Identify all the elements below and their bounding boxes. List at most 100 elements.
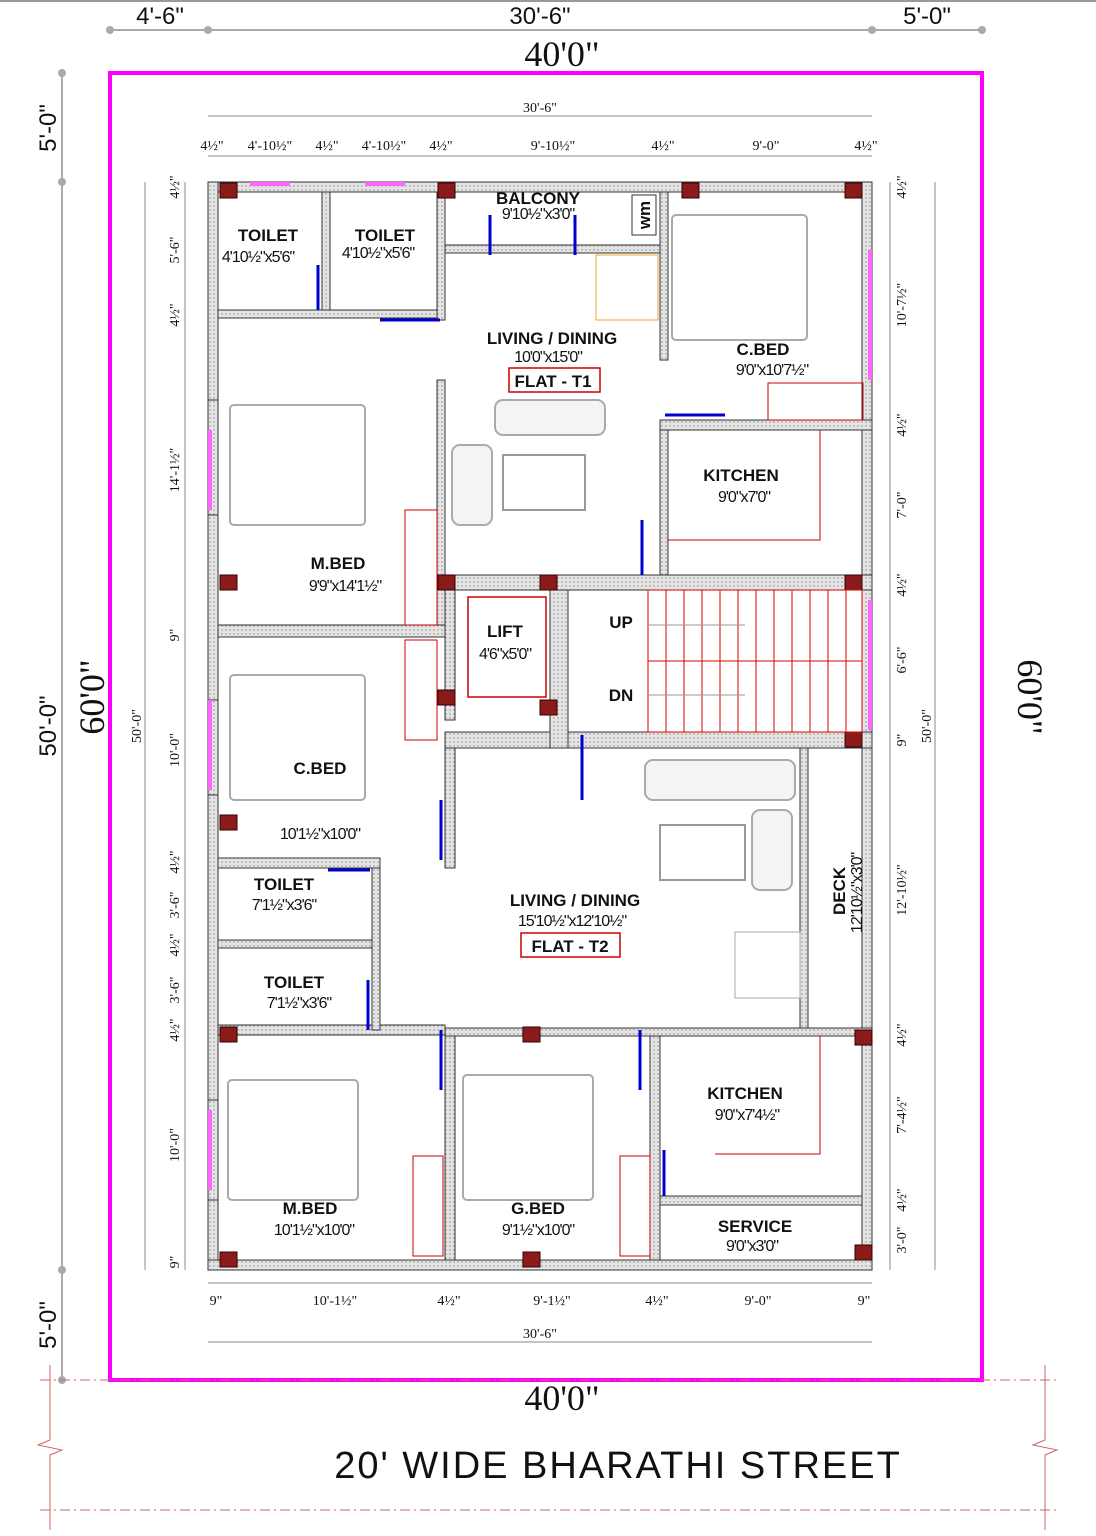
wall: [444, 747, 456, 869]
street-lines: [36, 1365, 1060, 1530]
room-size: 10'0"x15'0": [514, 349, 582, 366]
dim-left-segment: 3'-6": [168, 892, 183, 919]
dim-right-segment: 3'-0": [895, 1227, 910, 1254]
wall: [444, 1027, 873, 1037]
dim-bottom-segment: 10'-1½": [313, 1294, 357, 1309]
dim-left-segment: 3'-6": [168, 977, 183, 1004]
dim-top-segment: 9'-10½": [531, 139, 575, 154]
wall: [444, 574, 873, 591]
wall: [444, 244, 661, 254]
dim-bottom-segment: 9'-1½": [533, 1294, 570, 1309]
column: [437, 182, 456, 199]
room-size: 4'10½"x5'6": [222, 249, 295, 266]
column: [522, 1026, 541, 1043]
room-size: 7'1½"x3'6": [267, 995, 332, 1012]
staircase: [647, 589, 863, 733]
wall: [436, 379, 446, 631]
wall: [436, 191, 446, 321]
room-name: C.BED: [294, 759, 347, 778]
bed: [671, 214, 808, 341]
sofa: [451, 444, 493, 526]
column: [219, 574, 238, 591]
room-size: 9'0"x3'0": [726, 1238, 778, 1255]
dim-right-segment: 9": [895, 734, 910, 747]
dim-bottom-segment: 9": [858, 1294, 871, 1309]
room-name: TOILET: [254, 875, 315, 894]
dim-right-segment: 10'-7½": [895, 283, 910, 327]
left-dimension-line: [58, 69, 66, 1384]
washing-machine-label: wm: [635, 201, 654, 230]
window: [208, 1110, 212, 1190]
room-size: 9'0"x7'0": [718, 489, 770, 506]
room-name: M.BED: [311, 554, 366, 573]
wall: [799, 747, 809, 1031]
column: [854, 1029, 873, 1046]
dim-bottom-segment: 9'-0": [745, 1294, 772, 1309]
plot-boundary: [108, 71, 984, 1382]
wall: [444, 731, 873, 749]
dim-right-segment: 6'-6": [895, 647, 910, 674]
plot-depth-left: 60'0": [72, 659, 112, 734]
window: [868, 250, 872, 380]
dim-left-segment: 9": [168, 1256, 183, 1269]
room-size: 9'10½"x3'0": [502, 206, 575, 223]
inner-left-total: 50'-0": [130, 709, 145, 743]
column: [219, 182, 238, 199]
wall: [217, 857, 381, 869]
wall: [217, 309, 446, 319]
room-name: TOILET: [238, 226, 299, 245]
inner-top-total: 30'-6": [523, 101, 557, 116]
column: [219, 814, 238, 831]
room-size: 9'0"x10'7½": [736, 362, 809, 379]
dim-bottom-segment: 9": [210, 1294, 223, 1309]
column: [844, 182, 863, 199]
room-size: 4'10½"x5'6": [342, 245, 415, 262]
window: [365, 182, 405, 186]
column: [681, 182, 700, 199]
wall: [217, 624, 446, 638]
bed: [229, 674, 366, 801]
bed: [227, 1079, 359, 1201]
dim-top-segment: 4½": [200, 139, 223, 154]
dim-front-mid: 30'-6": [509, 3, 570, 30]
dim-top-segment: 4½": [651, 139, 674, 154]
wall: [321, 191, 331, 311]
wardrobe: [619, 1155, 651, 1257]
wardrobe: [404, 639, 438, 741]
room-name: LIFT: [487, 622, 523, 641]
wardrobe: [404, 509, 438, 626]
wardrobe: [412, 1155, 444, 1257]
sofa: [644, 759, 796, 801]
room-size: 15'10½"x12'10½": [518, 913, 627, 930]
column: [539, 699, 558, 716]
flat-tag-box: [508, 367, 601, 393]
wall: [659, 1195, 863, 1206]
dining-table: [734, 931, 801, 999]
wall: [659, 429, 669, 591]
sofa: [494, 399, 606, 436]
room-size: 9'0"x7'4½": [715, 1107, 780, 1124]
dining-table: [595, 254, 659, 321]
window: [208, 700, 212, 790]
column: [437, 574, 456, 591]
wall: [444, 1035, 456, 1261]
dim-right-segment: 12'-10½": [895, 864, 910, 915]
dim-left-segment: 4½": [168, 1018, 183, 1041]
room-size: 7'1½"x3'6": [252, 897, 317, 914]
dim-front-left: 4'-6": [136, 3, 184, 30]
dim-right-segment: 7'-4½": [895, 1096, 910, 1133]
wall: [371, 867, 381, 1031]
flat-tag-box: [520, 932, 621, 958]
room-name: LIVING / DINING: [510, 891, 640, 910]
room-name: DECK: [830, 866, 849, 915]
washing-machine: [631, 194, 657, 236]
window: [208, 430, 212, 510]
wall: [649, 1035, 661, 1261]
room-name: KITCHEN: [707, 1084, 783, 1103]
kitchen-counter: [668, 430, 821, 541]
dim-left-segment: 10'-0": [168, 733, 183, 767]
room-name: BALCONY: [496, 189, 581, 208]
room-name: TOILET: [355, 226, 416, 245]
wardrobe: [767, 382, 864, 421]
room-size: 10'1½"x10'0": [274, 1222, 355, 1239]
